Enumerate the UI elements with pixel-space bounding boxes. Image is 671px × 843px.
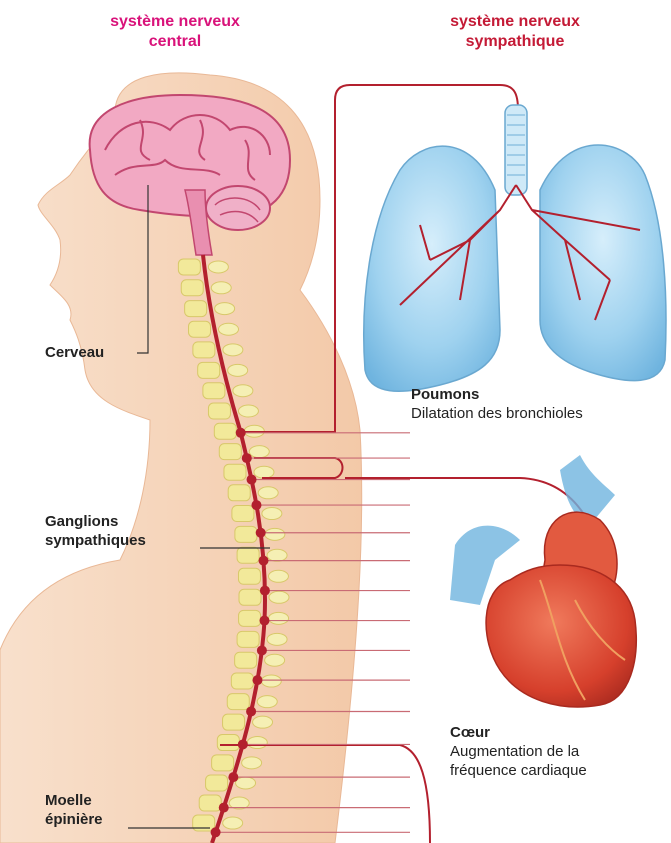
vertebra [238, 568, 260, 584]
lungs-label: Poumons Dilatation des bronchioles [411, 385, 583, 423]
vertebra [235, 652, 257, 668]
vertebra-process [223, 817, 243, 829]
ganglia-label-line2: sympathiques [45, 531, 146, 550]
ganglion [251, 500, 261, 510]
ganglion [259, 556, 269, 566]
vertebra [199, 795, 221, 811]
ganglia-label-line1: Ganglions [45, 512, 146, 531]
ganglion [211, 827, 221, 837]
vertebra-process [236, 777, 256, 789]
ganglion [236, 428, 246, 438]
central-nervous-system-header: système nerveux central [70, 12, 280, 52]
ganglia-label: Ganglions sympathiques [45, 512, 146, 550]
vertebra [228, 485, 250, 501]
ganglion [252, 675, 262, 685]
central-header-line1: système nerveux [70, 12, 280, 32]
heart-label: Cœur Augmentation de la fréquence cardia… [450, 723, 587, 780]
heart-effect-line2: fréquence cardiaque [450, 761, 587, 780]
central-header-line2: central [70, 32, 280, 52]
vertebra-process [223, 344, 243, 356]
vertebra-process [267, 633, 287, 645]
ganglion [257, 645, 267, 655]
lungs [364, 105, 666, 391]
vertebra-process [249, 446, 269, 458]
vertebra-process [238, 405, 258, 417]
ganglion [219, 803, 229, 813]
vertebra-process [247, 737, 267, 749]
vertebra [231, 673, 253, 689]
ganglion [242, 453, 252, 463]
vertebra-process [261, 675, 281, 687]
vertebra-process [258, 487, 278, 499]
vertebra [232, 506, 254, 522]
vertebra [239, 589, 261, 605]
vertebra-process [257, 696, 277, 708]
ganglion [246, 706, 256, 716]
ganglion [256, 528, 266, 538]
vertebra-process [219, 323, 239, 335]
ganglion [238, 739, 248, 749]
heart-effect-line1: Augmentation de la [450, 742, 587, 761]
vertebra-process [211, 282, 231, 294]
vertebra-process [254, 466, 274, 478]
vertebra [181, 280, 203, 296]
vertebra [212, 755, 234, 771]
vertebra [227, 694, 249, 710]
ganglion [260, 586, 270, 596]
spinal-cord-label-line1: Moelle [45, 791, 103, 810]
vertebra [189, 321, 211, 337]
vertebra [206, 775, 228, 791]
sympathetic-header-line2: sympathique [400, 32, 630, 52]
vertebra [198, 362, 220, 378]
vertebra-process [233, 385, 253, 397]
vertebra-process [208, 261, 228, 273]
vertebra-process [265, 654, 285, 666]
brain-label: Cerveau [45, 343, 104, 362]
vertebra [193, 815, 215, 831]
heart-title: Cœur [450, 723, 587, 742]
vertebra-process [215, 303, 235, 315]
vertebra-process [268, 570, 288, 582]
vertebra-process [228, 364, 248, 376]
ganglion [228, 772, 238, 782]
ganglion [247, 475, 257, 485]
vertebra [223, 714, 245, 730]
sympathetic-nervous-system-header: système nerveux sympathique [400, 12, 630, 52]
vertebra [208, 403, 230, 419]
vertebra [214, 423, 236, 439]
vertebra [235, 526, 257, 542]
vertebra-process [265, 528, 285, 540]
vertebra-process [253, 716, 273, 728]
vertebra-process [269, 612, 289, 624]
vertebra [217, 735, 239, 751]
spinal-cord-label-line2: épinière [45, 810, 103, 829]
ganglion [259, 616, 269, 626]
vertebra-process [242, 757, 262, 769]
vertebra [237, 547, 259, 563]
vertebra [193, 342, 215, 358]
vertebra-process [262, 508, 282, 520]
vertebra [239, 610, 261, 626]
vertebra [224, 464, 246, 480]
heart [450, 455, 636, 707]
vertebra [185, 301, 207, 317]
lungs-effect: Dilatation des bronchioles [411, 404, 583, 423]
sympathetic-header-line1: système nerveux [400, 12, 630, 32]
vertebra-process [267, 549, 287, 561]
lungs-title: Poumons [411, 385, 583, 404]
vertebra [219, 444, 241, 460]
vertebra [237, 631, 259, 647]
vertebra-process [269, 591, 289, 603]
vertebra [203, 383, 225, 399]
spinal-cord-label: Moelle épinière [45, 791, 103, 829]
vertebra [178, 259, 200, 275]
